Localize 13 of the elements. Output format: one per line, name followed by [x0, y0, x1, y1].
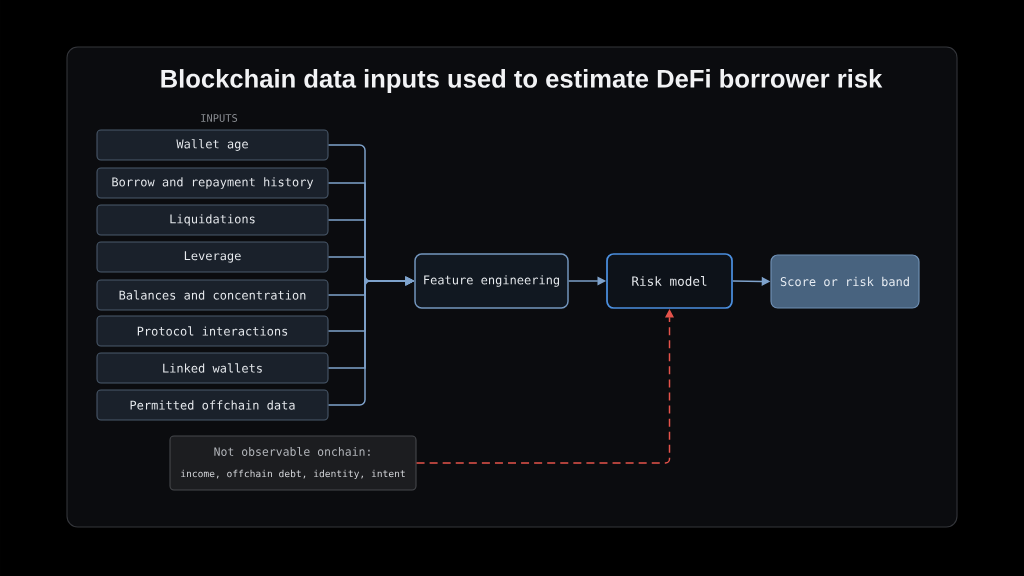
input-box: Wallet age	[96, 129, 329, 161]
note-box: Not observable onchain: income, offchain debt, identity, intent	[169, 435, 417, 491]
input-box: Permitted offchain data	[96, 389, 329, 421]
input-box: Linked wallets	[96, 352, 329, 384]
input-box: Balances and concentration	[96, 279, 329, 311]
output-box: Score or risk band	[770, 254, 920, 309]
input-box: Borrow and repayment history	[96, 167, 329, 199]
process-box: Risk model	[606, 253, 733, 309]
process-box: Feature engineering	[414, 253, 569, 309]
input-box: Liquidations	[96, 204, 329, 236]
input-box: Protocol interactions	[96, 315, 329, 347]
title: Blockchain data inputs used to estimate DeFi borrower risk	[161, 69, 883, 93]
input-box: Leverage	[96, 241, 329, 273]
